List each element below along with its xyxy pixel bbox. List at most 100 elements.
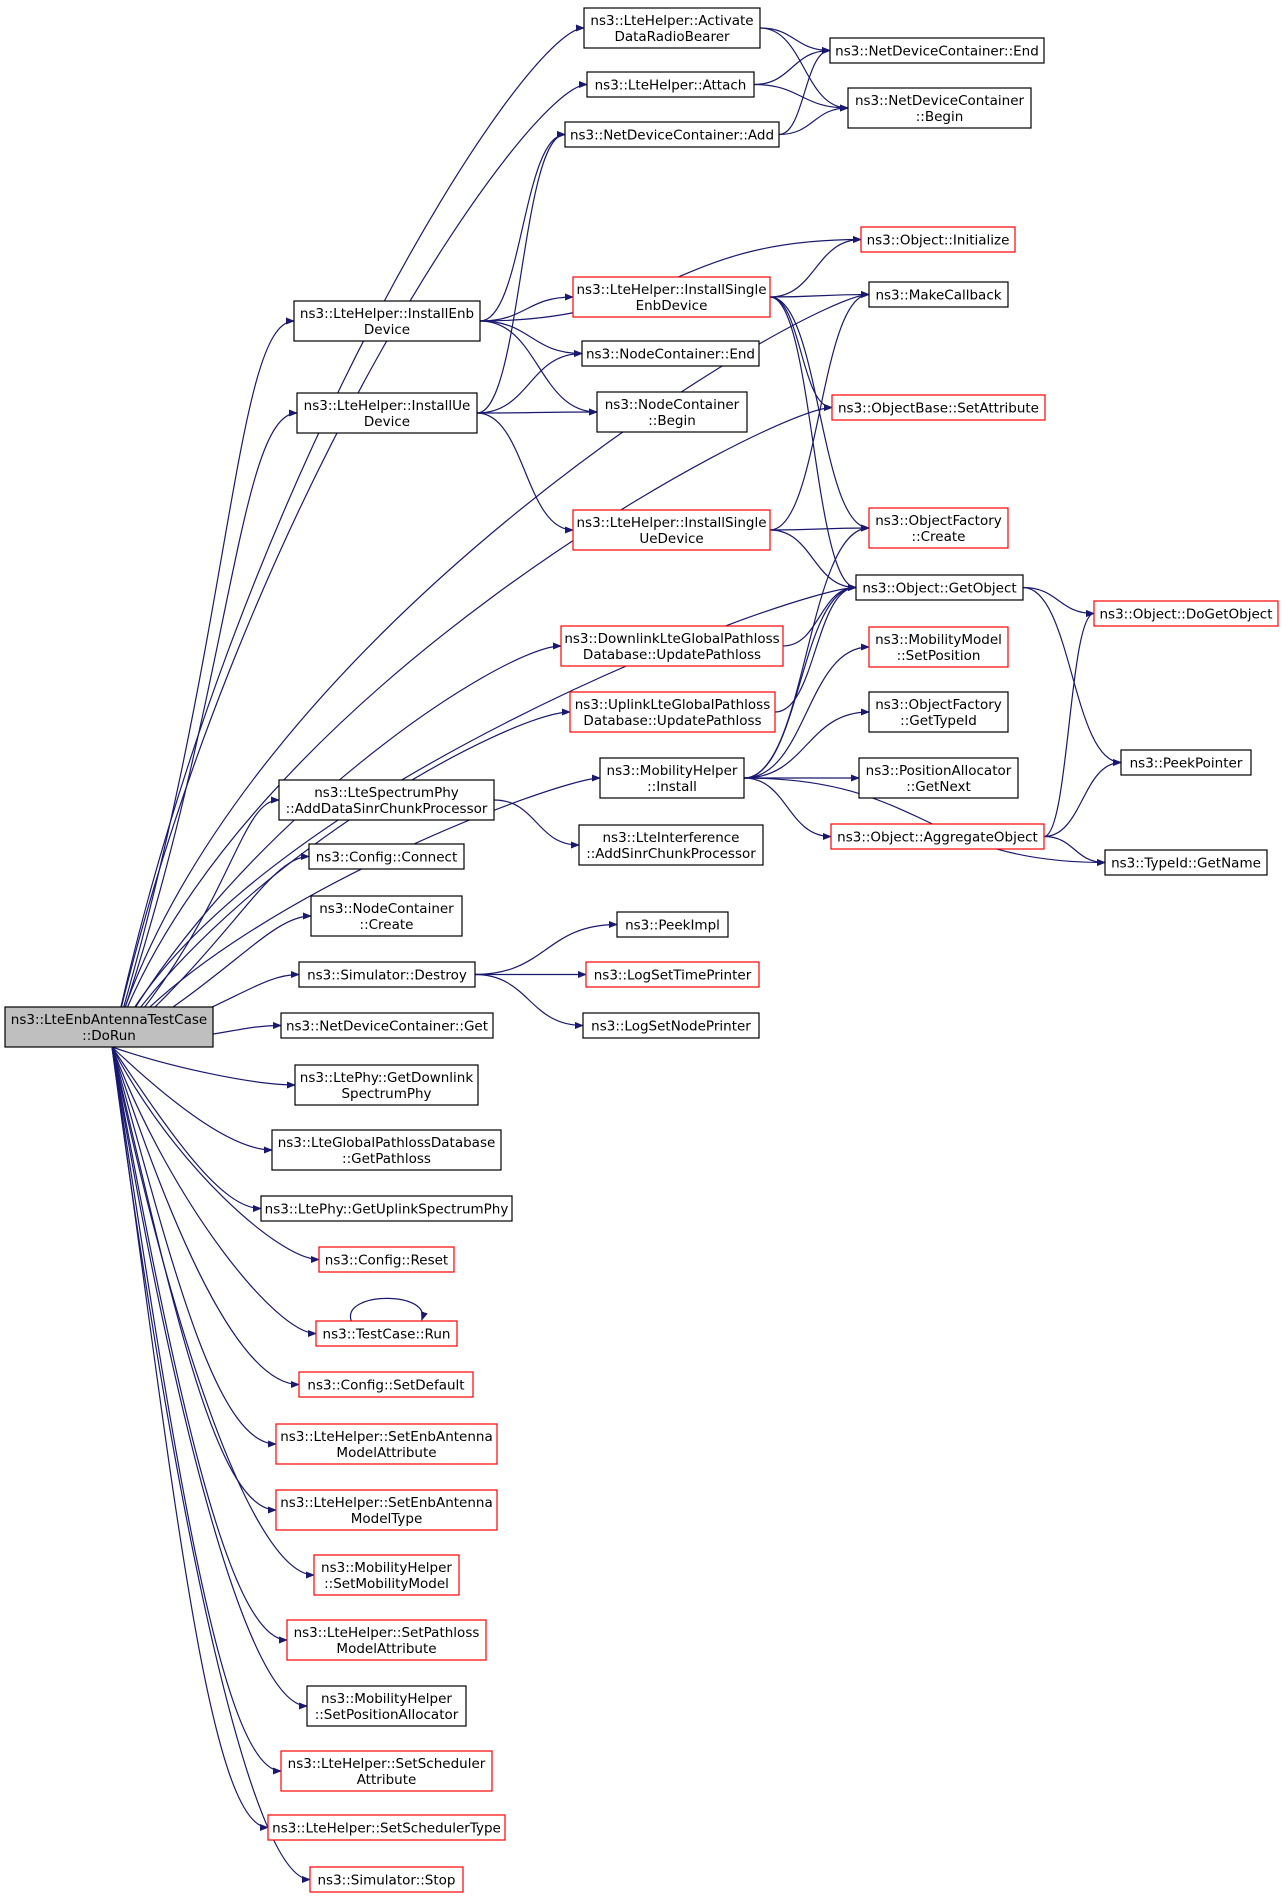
node-box	[286, 1619, 487, 1661]
node-obj_getobject[interactable]: ns3::Object::GetObject	[855, 574, 1024, 601]
node-lh_setschedtype[interactable]: ns3::LteHelper::SetSchedulerType	[267, 1814, 506, 1841]
node-obj_aggregate[interactable]: ns3::Object::AggregateObject	[830, 823, 1045, 850]
call-edge-root-to-objbase_setattr	[111, 403, 833, 1048]
node-label-line: ns3::Simulator::Stop	[318, 1873, 456, 1889]
node-label-line: ns3::LteHelper::InstallSingle	[576, 282, 766, 298]
node-typeid_getname[interactable]: ns3::TypeId::GetName	[1104, 849, 1268, 876]
node-nc_create[interactable]: ns3::NodeContainer::Create	[310, 895, 463, 937]
node-label-line: ns3::Config::SetDefault	[307, 1378, 464, 1394]
node-box	[564, 121, 780, 148]
node-sim_destroy[interactable]: ns3::Simulator::Destroy	[298, 961, 476, 988]
node-dl_update[interactable]: ns3::DownlinkLteGlobalPathlossDatabase::…	[560, 625, 784, 667]
node-label-line: ns3::DownlinkLteGlobalPathloss	[564, 631, 779, 647]
node-root[interactable]: ns3::LteEnbAntennaTestCase::DoRun	[4, 1006, 214, 1048]
node-config_connect[interactable]: ns3::Config::Connect	[308, 843, 465, 870]
call-edge-root-to-lgpd_get	[111, 1046, 273, 1154]
call-edge-root-to-lp_getdl	[111, 1046, 296, 1089]
node-label-line: ns3::UplinkLteGlobalPathloss	[575, 697, 771, 713]
node-label-line: ns3::NodeContainer::End	[586, 347, 755, 363]
call-edge-root-to-activate	[111, 24, 585, 1048]
node-peekimpl[interactable]: ns3::PeekImpl	[616, 911, 729, 938]
node-lsp_adddata[interactable]: ns3::LteSpectrumPhy::AddDataSinrChunkPro…	[278, 779, 495, 821]
node-log_time[interactable]: ns3::LogSetTimePrinter	[585, 961, 760, 988]
node-label-line: ns3::Object::Initialize	[867, 233, 1010, 249]
node-mh_setmobility[interactable]: ns3::MobilityHelper::SetMobilityModel	[313, 1554, 460, 1596]
node-box	[294, 1064, 479, 1106]
node-label-line: ::GetNext	[906, 779, 971, 795]
call-edge-sim_destroy-to-peekimpl	[474, 920, 618, 976]
call-edge-attach-to-ndc_begin	[753, 83, 849, 112]
node-box	[560, 625, 784, 667]
call-edge-root-to-lh_setpathloss	[111, 1046, 288, 1644]
node-lp_getul[interactable]: ns3::LtePhy::GetUplinkSpectrumPhy	[260, 1195, 513, 1222]
call-edge-lh_inst_enb-to-nc_begin	[479, 320, 598, 416]
node-ndc_begin[interactable]: ns3::NetDeviceContainer::Begin	[847, 87, 1032, 129]
node-li_addsinr[interactable]: ns3::LteInterference::AddSinrChunkProces…	[578, 824, 764, 866]
node-lh_setenbattr[interactable]: ns3::LteHelper::SetEnbAntennaModelAttrib…	[275, 1423, 498, 1465]
node-box	[275, 1423, 498, 1465]
node-peekpointer[interactable]: ns3::PeekPointer	[1120, 749, 1252, 776]
node-label-line: ns3::LteHelper::InstallUe	[304, 398, 471, 414]
node-log_node[interactable]: ns3::LogSetNodePrinter	[582, 1012, 760, 1039]
node-label-line: ::SetPositionAllocator	[315, 1707, 459, 1723]
node-ndc_add[interactable]: ns3::NetDeviceContainer::Add	[564, 121, 780, 148]
node-ndc_get[interactable]: ns3::NetDeviceContainer::Get	[280, 1012, 494, 1039]
node-ul_update[interactable]: ns3::UplinkLteGlobalPathlossDatabase::Up…	[569, 691, 776, 733]
node-box	[310, 895, 463, 937]
node-nc_end[interactable]: ns3::NodeContainer::End	[581, 340, 760, 367]
call-edge-root-to-mh_setposalloc	[111, 1046, 308, 1710]
call-edge-lh_inst_enb-to-ndc_add	[479, 130, 566, 322]
node-box	[831, 394, 1046, 421]
node-label-line: ns3::LteHelper::SetScheduler	[288, 1756, 486, 1772]
node-label-line: Device	[364, 322, 410, 338]
node-mh_install[interactable]: ns3::MobilityHelper::Install	[599, 757, 745, 799]
node-label-line: ::AddSinrChunkProcessor	[586, 846, 756, 862]
node-label-line: ::GetTypeId	[900, 713, 977, 729]
node-box	[1120, 749, 1252, 776]
node-obj_init[interactable]: ns3::Object::Initialize	[860, 226, 1016, 253]
node-label-line: ns3::MobilityHelper	[321, 1560, 452, 1576]
node-sim_stop[interactable]: ns3::Simulator::Stop	[309, 1866, 464, 1893]
node-box	[318, 1246, 455, 1273]
node-attach[interactable]: ns3::LteHelper::Attach	[586, 71, 755, 98]
node-label-line: ns3::LogSetNodePrinter	[591, 1019, 751, 1035]
node-box	[572, 509, 771, 551]
node-box	[293, 300, 481, 342]
node-make_cb[interactable]: ns3::MakeCallback	[868, 281, 1009, 308]
node-obj_dogetobject[interactable]: ns3::Object::DoGetObject	[1093, 600, 1279, 627]
node-box	[298, 1371, 474, 1398]
node-box	[596, 391, 748, 433]
node-box	[298, 961, 476, 988]
node-config_setdefault[interactable]: ns3::Config::SetDefault	[298, 1371, 474, 1398]
node-lh_setpathloss[interactable]: ns3::LteHelper::SetPathlossModelAttribut…	[286, 1619, 487, 1661]
node-of_gettypeid[interactable]: ns3::ObjectFactory::GetTypeId	[868, 691, 1009, 733]
call-edge-lh_single_enb-to-objbase_setattr	[769, 296, 833, 412]
node-of_create[interactable]: ns3::ObjectFactory::Create	[868, 507, 1009, 549]
node-pa_getnext[interactable]: ns3::PositionAllocator::GetNext	[858, 757, 1019, 799]
node-box	[309, 1866, 464, 1893]
node-label-line: ns3::TestCase::Run	[323, 1327, 451, 1343]
node-tc_run[interactable]: ns3::TestCase::Run	[315, 1320, 458, 1347]
node-box	[581, 340, 760, 367]
node-label-line: ::SetPosition	[897, 648, 981, 664]
node-mh_setposalloc[interactable]: ns3::MobilityHelper::SetPositionAllocato…	[306, 1685, 467, 1727]
node-ndc_end[interactable]: ns3::NetDeviceContainer::End	[829, 37, 1045, 64]
node-box	[586, 71, 755, 98]
node-config_reset[interactable]: ns3::Config::Reset	[318, 1246, 455, 1273]
call-edge-root-to-lh_setschedattr	[111, 1046, 282, 1775]
node-label-line: SpectrumPhy	[341, 1086, 431, 1102]
node-nc_begin[interactable]: ns3::NodeContainer::Begin	[596, 391, 748, 433]
call-edge-attach-to-ndc_end	[753, 46, 831, 86]
node-lgpd_get[interactable]: ns3::LteGlobalPathlossDatabase::GetPathl…	[271, 1129, 502, 1171]
node-mm_setpos[interactable]: ns3::MobilityModel::SetPosition	[868, 626, 1009, 668]
node-objbase_setattr[interactable]: ns3::ObjectBase::SetAttribute	[831, 394, 1046, 421]
node-box	[855, 574, 1024, 601]
